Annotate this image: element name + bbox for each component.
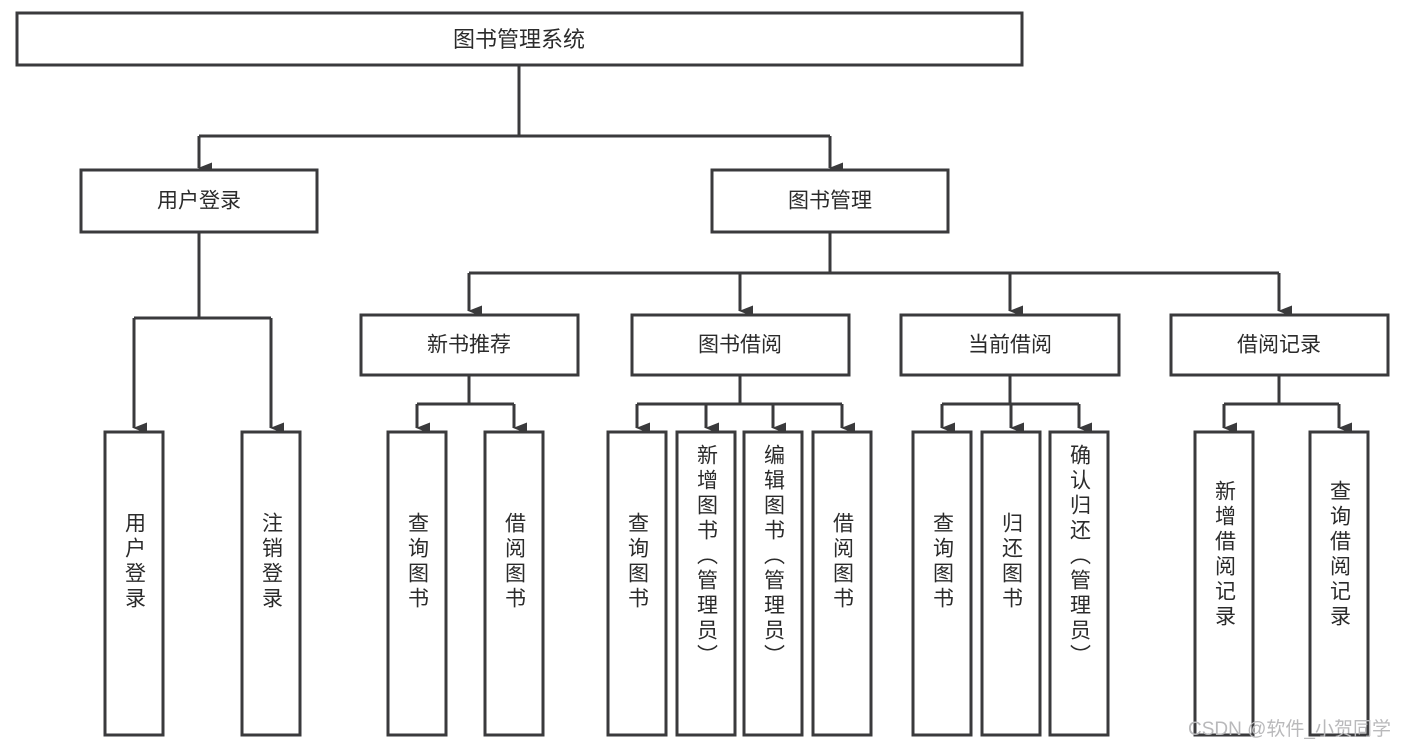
- node-book-management-box[interactable]: [710, 168, 950, 234]
- connector-group: [132, 65, 1352, 434]
- node-book-management[interactable]: 图书管理: [710, 168, 950, 234]
- leaf-box-user-login-1[interactable]: [103, 430, 165, 737]
- node-current-borrow[interactable]: 当前借阅: [899, 313, 1121, 377]
- node-book-borrow-label: 图书借阅: [698, 334, 782, 357]
- csdn-watermark: CSDN @软件_小贺同学: [1188, 719, 1391, 740]
- leaf-box-borrow-record-2[interactable]: [1308, 430, 1370, 737]
- leaf-box-current-borrow-1[interactable]: [911, 430, 973, 737]
- node-current-borrow-label: 当前借阅: [968, 334, 1052, 357]
- leaf-box-book-borrow-1[interactable]: [606, 430, 668, 737]
- leaf-box-current-borrow-3[interactable]: [1048, 430, 1110, 737]
- node-user-login-box[interactable]: [79, 168, 319, 234]
- leaf-box-current-borrow-2[interactable]: [980, 430, 1042, 737]
- leaf-box-group: [103, 430, 1370, 737]
- leaf-box-user-login-2[interactable]: [240, 430, 302, 737]
- node-root-label: 图书管理系统: [453, 27, 585, 52]
- node-new-book-box[interactable]: [359, 313, 580, 377]
- node-root[interactable]: 图书管理系统: [15, 11, 1024, 67]
- leaf-box-book-borrow-3[interactable]: [742, 430, 804, 737]
- node-borrow-record[interactable]: 借阅记录: [1169, 313, 1390, 377]
- node-new-book[interactable]: 新书推荐: [359, 313, 580, 377]
- node-book-management-label: 图书管理: [788, 190, 872, 213]
- node-book-borrow-box[interactable]: [630, 313, 851, 377]
- node-new-book-label: 新书推荐: [427, 334, 511, 357]
- node-user-login-label: 用户登录: [157, 190, 241, 213]
- leaf-box-book-borrow-2[interactable]: [675, 430, 737, 737]
- node-book-borrow[interactable]: 图书借阅: [630, 313, 851, 377]
- leaf-box-new-book-1[interactable]: [386, 430, 448, 737]
- leaf-box-new-book-2[interactable]: [483, 430, 545, 737]
- node-root-box[interactable]: [15, 11, 1024, 67]
- node-borrow-record-box[interactable]: [1169, 313, 1390, 377]
- leaf-box-book-borrow-4[interactable]: [811, 430, 873, 737]
- node-borrow-record-label: 借阅记录: [1237, 334, 1321, 357]
- node-user-login[interactable]: 用户登录: [79, 168, 319, 234]
- leaf-box-borrow-record-1[interactable]: [1193, 430, 1255, 737]
- node-current-borrow-box[interactable]: [899, 313, 1121, 377]
